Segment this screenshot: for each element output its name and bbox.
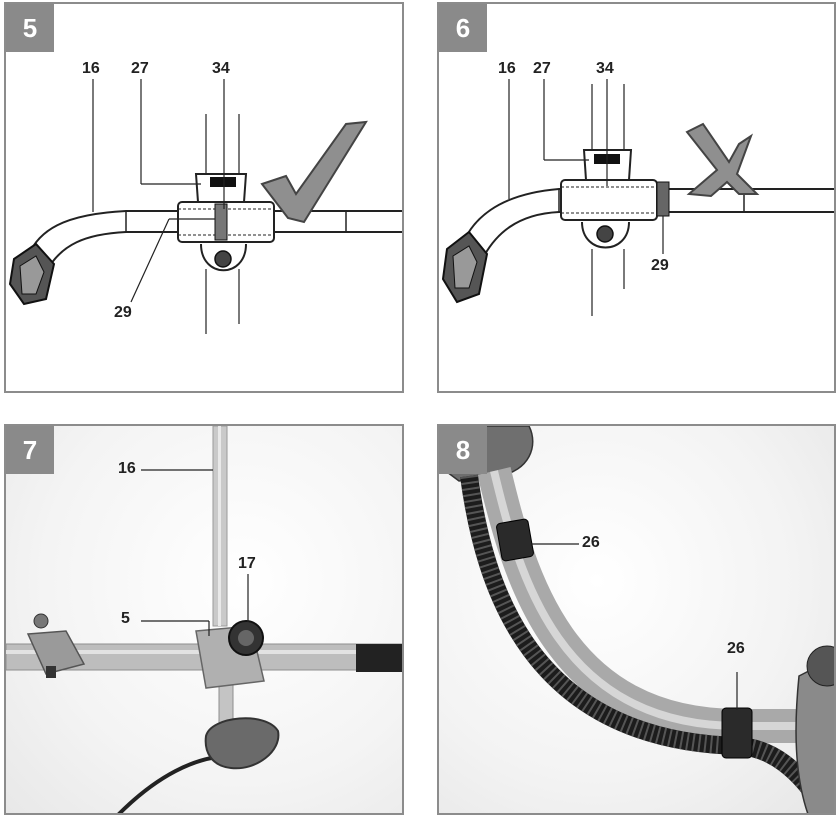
- callout-16: 16: [82, 60, 100, 78]
- callout-5: 5: [121, 610, 130, 628]
- grip-end-icon: [443, 232, 487, 302]
- figure-number: 7: [6, 426, 54, 474]
- callout-17: 17: [238, 555, 256, 573]
- callout-27: 27: [131, 60, 149, 78]
- figure-number: 6: [439, 4, 487, 52]
- callout-16: 16: [498, 60, 516, 78]
- callout-34: 34: [596, 60, 614, 78]
- callout-26-upper: 26: [582, 534, 600, 552]
- cable-clip-icon: [496, 519, 534, 562]
- grip-end-icon: [10, 244, 54, 304]
- callout-27: 27: [533, 60, 551, 78]
- callout-34: 34: [212, 60, 230, 78]
- figure-8: 8 26 26: [437, 424, 836, 815]
- figure-number: 8: [439, 426, 487, 474]
- figure-7: 7 16 17 5: [4, 424, 404, 815]
- checkmark-icon: [262, 122, 366, 222]
- figure-6: 6 16 27 34 29: [437, 2, 836, 393]
- handle-clamp-correct-illustration: [6, 4, 404, 393]
- cross-icon: [687, 124, 757, 196]
- handle-mount-photo: [6, 426, 404, 815]
- callout-16: 16: [118, 460, 136, 478]
- trigger-grip-icon: [206, 718, 279, 768]
- figure-number: 5: [6, 4, 54, 52]
- cable-routing-photo: [439, 426, 836, 815]
- callout-29: 29: [651, 257, 669, 275]
- figure-5: 5 16 27 34 29: [4, 2, 404, 393]
- callout-26-lower: 26: [727, 640, 745, 658]
- cable-clip-icon: [722, 708, 752, 758]
- callout-29: 29: [114, 304, 132, 322]
